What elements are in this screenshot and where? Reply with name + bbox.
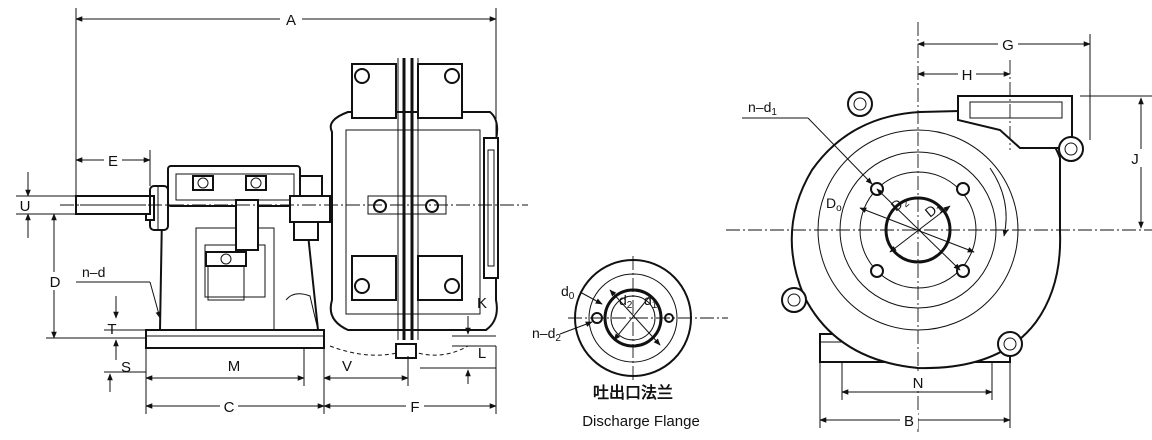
dim-F-label: F bbox=[410, 399, 419, 416]
dim-G-label: G bbox=[1002, 37, 1014, 54]
dim-B-label: B bbox=[904, 413, 914, 430]
front-view: G H J n–d1 Do D2 D1 N B bbox=[726, 22, 1152, 434]
dim-T-label: T bbox=[107, 321, 116, 338]
d1-label: d1 bbox=[644, 292, 658, 311]
discharge-flange: d0 d2 d1 n–d2 吐出口法兰 Discharge Flange bbox=[532, 256, 728, 430]
n-d1-label: n–d1 bbox=[748, 99, 777, 118]
dim-M-label: M bbox=[228, 358, 241, 375]
dim-H-label: H bbox=[962, 67, 973, 84]
dim-A-label: A bbox=[286, 12, 296, 29]
side-view-pump-body bbox=[60, 58, 528, 359]
dim-J-label: J bbox=[1131, 151, 1139, 168]
side-view: A E U D n–d T S M bbox=[16, 8, 528, 416]
dim-S-label: S bbox=[121, 359, 131, 376]
d0-label: d0 bbox=[561, 283, 575, 302]
front-view-pump-body bbox=[726, 22, 1152, 434]
dim-C-label: C bbox=[224, 399, 235, 416]
dim-N-label: N bbox=[913, 375, 924, 392]
n-d2-label: n–d2 bbox=[532, 325, 561, 344]
dim-E-label: E bbox=[108, 153, 118, 170]
d2-label: d2 bbox=[619, 292, 633, 311]
dim-K-label: K bbox=[477, 295, 487, 312]
discharge-flange-caption-en: Discharge Flange bbox=[582, 413, 700, 430]
dim-U-label: U bbox=[20, 198, 31, 215]
n-d-label: n–d bbox=[82, 264, 105, 280]
dim-V-label: V bbox=[342, 358, 352, 375]
Do-label: Do bbox=[826, 195, 842, 214]
dim-D-label: D bbox=[50, 274, 61, 291]
discharge-flange-caption-cn: 吐出口法兰 bbox=[593, 383, 673, 402]
dim-L-label: L bbox=[478, 345, 486, 362]
